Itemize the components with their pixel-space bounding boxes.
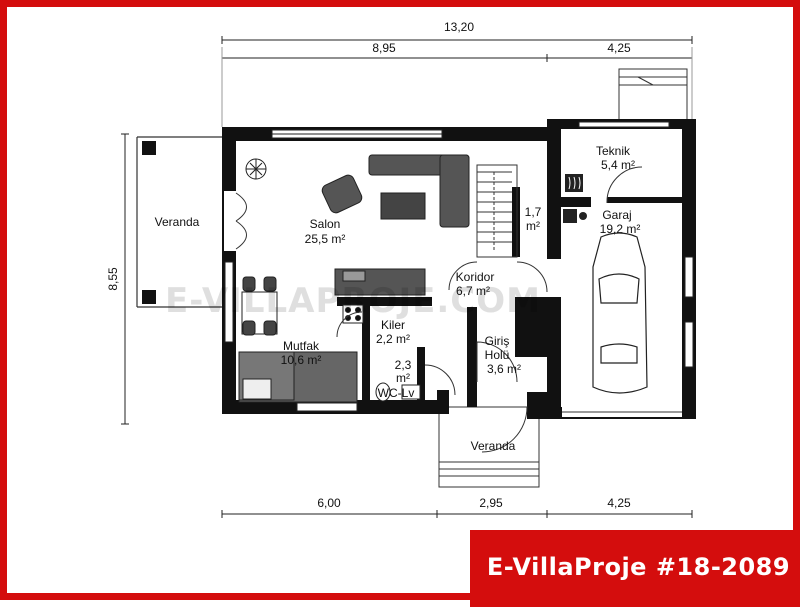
room-salon-area: 25,5 m² [305, 232, 346, 246]
room-giris: Giriş [485, 334, 510, 348]
left-door [224, 191, 247, 251]
room-stair-area: m² [526, 219, 540, 233]
room-kiler: Kiler [381, 318, 405, 332]
room-wc: 2,3 [395, 358, 412, 372]
room-teknik-area: 5,4 m² [601, 158, 635, 172]
car [592, 232, 648, 394]
dim-bottom-3: 4,25 [607, 496, 631, 510]
dim-top-right: 4,25 [607, 41, 631, 55]
watermark: E-VILLAPROJE.COM [165, 281, 541, 321]
plant-icon [245, 158, 267, 180]
dim-bottom-2: 2,95 [479, 496, 503, 510]
room-giris-holu: Holü [485, 348, 510, 362]
salon-furniture [321, 154, 470, 228]
windows [224, 121, 694, 412]
doors [336, 76, 654, 453]
room-kiler-area: 2,2 m² [376, 332, 410, 346]
garage-meter [563, 209, 587, 223]
left-veranda [136, 136, 225, 308]
room-koridor: Koridor [456, 270, 495, 284]
room-garaj: Garaj [602, 208, 631, 222]
room-veranda-left: Veranda [155, 215, 200, 229]
room-teknik: Teknik [596, 144, 631, 158]
room-veranda-bottom: Veranda [471, 439, 516, 453]
project-badge: E-VillaProje #18-2089 [470, 530, 800, 607]
room-mutfak: Mutfak [283, 339, 320, 353]
stair [476, 164, 518, 258]
room-wc-area: m² [396, 371, 410, 385]
dim-bottom-1: 6,00 [317, 496, 341, 510]
wc-fixtures [375, 382, 421, 402]
floor-plan: E-VILLAPROJE.COM 13,20 8,95 4,25 8,55 6,… [106, 20, 696, 518]
kitchen-furniture [238, 268, 426, 403]
room-stair: 1,7 [525, 205, 542, 219]
room-wc-label: WC-Lv [378, 386, 415, 400]
garage-door [562, 407, 682, 417]
dim-top-total: 13,20 [444, 20, 474, 34]
dim-left-height: 8,55 [106, 267, 120, 291]
boiler-icon [565, 174, 583, 192]
room-garaj-area: 19,2 m² [600, 222, 641, 236]
dim-top-left: 8,95 [372, 41, 396, 55]
garage-steps [618, 68, 688, 122]
room-giris-area: 3,6 m² [487, 362, 521, 376]
room-mutfak-area: 10,6 m² [281, 353, 322, 367]
room-koridor-area: 6,7 m² [456, 284, 490, 298]
room-salon: Salon [310, 217, 341, 231]
dimension-lines [121, 36, 693, 518]
